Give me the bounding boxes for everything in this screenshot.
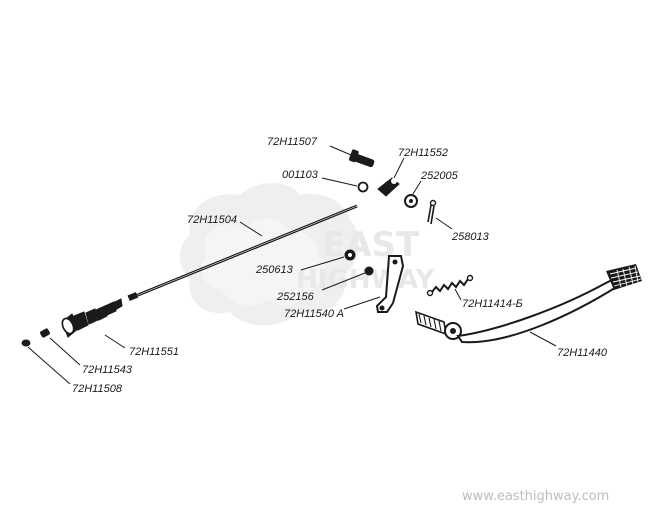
callout-72h11543: 72H11543 [82, 364, 133, 376]
washer-part [404, 194, 418, 208]
callout-72h11508: 72H11508 [72, 383, 123, 395]
watermark-site-url: www.easthighway.com [462, 489, 609, 504]
pedal-part [414, 264, 642, 344]
callout-72h11552: 72H11552 [398, 147, 448, 159]
leader-lines [27, 145, 557, 385]
nut-part [344, 249, 356, 261]
pin-part [21, 339, 31, 347]
callout-72h11540a: 72H11540 A [284, 308, 344, 320]
callout-72h11504: 72H11504 [187, 214, 237, 226]
rod-part [127, 204, 358, 302]
callout-252156: 252156 [276, 291, 315, 303]
callout-72h11414b: 72H11414-Б [462, 298, 523, 310]
washer-part-small [357, 181, 369, 193]
callout-labels: 72H11507 72H11552 001103 252005 72H11504… [72, 136, 608, 395]
callout-72h11551: 72H11551 [129, 346, 179, 358]
callout-001103: 001103 [282, 169, 319, 181]
washer-part-2 [364, 266, 374, 276]
callout-252005: 252005 [420, 170, 459, 182]
spring-part [426, 274, 474, 297]
callout-72h11507: 72H11507 [267, 136, 318, 148]
watermark-logo: EAST HIGHWAY [179, 182, 436, 326]
bracket-part [377, 177, 400, 197]
lever-arm-part [375, 255, 405, 313]
rubber-boot-part [61, 298, 123, 338]
bolt-part [348, 149, 375, 168]
cotter-pin-part [427, 199, 437, 225]
cap-part [40, 328, 50, 338]
callout-72h11440: 72H11440 [557, 347, 608, 359]
callout-250613: 250613 [255, 264, 294, 276]
callout-258013: 258013 [451, 231, 490, 243]
